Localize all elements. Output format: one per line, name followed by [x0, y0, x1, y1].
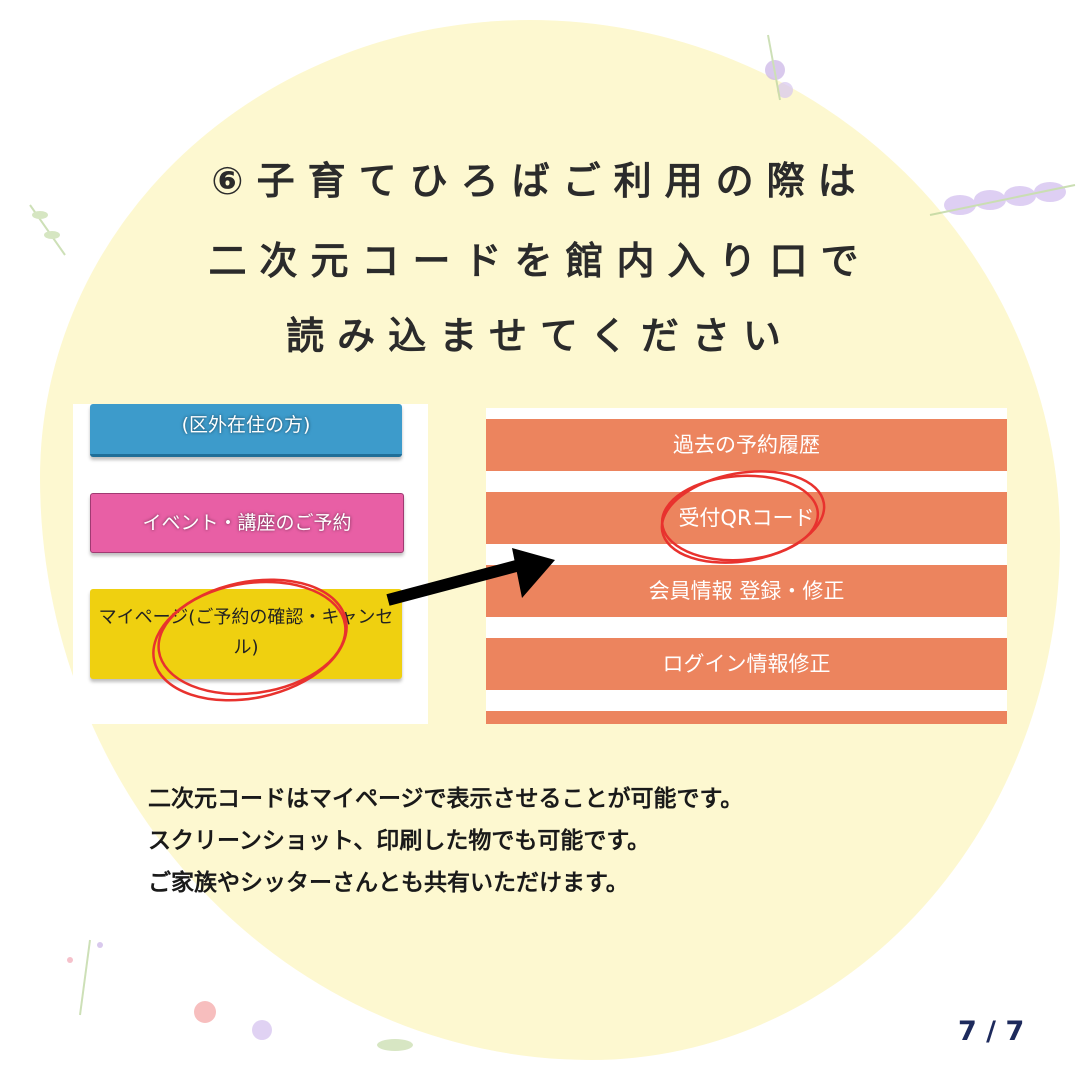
mypage-screenshot: (区外在住の方) イベント・講座のご予約 マイページ(ご予約の確認・キャンセル): [73, 404, 428, 724]
out-of-ward-button[interactable]: (区外在住の方): [90, 404, 402, 457]
title-line-2: 二次元コードを館内入り口で: [208, 239, 872, 283]
title-line-1: ⑥子育てひろばご利用の際は: [211, 159, 869, 203]
mypage-button[interactable]: マイページ(ご予約の確認・キャンセル): [90, 589, 402, 679]
event-reservation-button[interactable]: イベント・講座のご予約: [90, 493, 404, 553]
menu-item-partial[interactable]: [486, 711, 1007, 724]
login-info-item[interactable]: ログイン情報修正: [486, 638, 1007, 690]
title-line-3: 読み込ませてください: [286, 314, 794, 358]
member-info-item[interactable]: 会員情報 登録・修正: [486, 565, 1007, 617]
description-line-1: 二次元コードはマイページで表示させることが可能です。: [148, 786, 744, 812]
page-number: 7 / 7: [958, 1016, 1025, 1047]
sprig-icon: [67, 939, 103, 1016]
reception-qr-code-item[interactable]: 受付QRコード: [486, 492, 1007, 544]
description: 二次元コードはマイページで表示させることが可能です。 スクリーンショット、印刷し…: [148, 778, 743, 904]
description-line-3: ご家族やシッターさんとも共有いただけます。: [148, 870, 629, 896]
reservation-history-item[interactable]: 過去の予約履歴: [486, 419, 1007, 471]
description-line-2: スクリーンショット、印刷した物でも可能です。: [148, 828, 651, 854]
menu-screenshot: 過去の予約履歴 受付QRコード 会員情報 登録・修正 ログイン情報修正: [486, 408, 1007, 724]
